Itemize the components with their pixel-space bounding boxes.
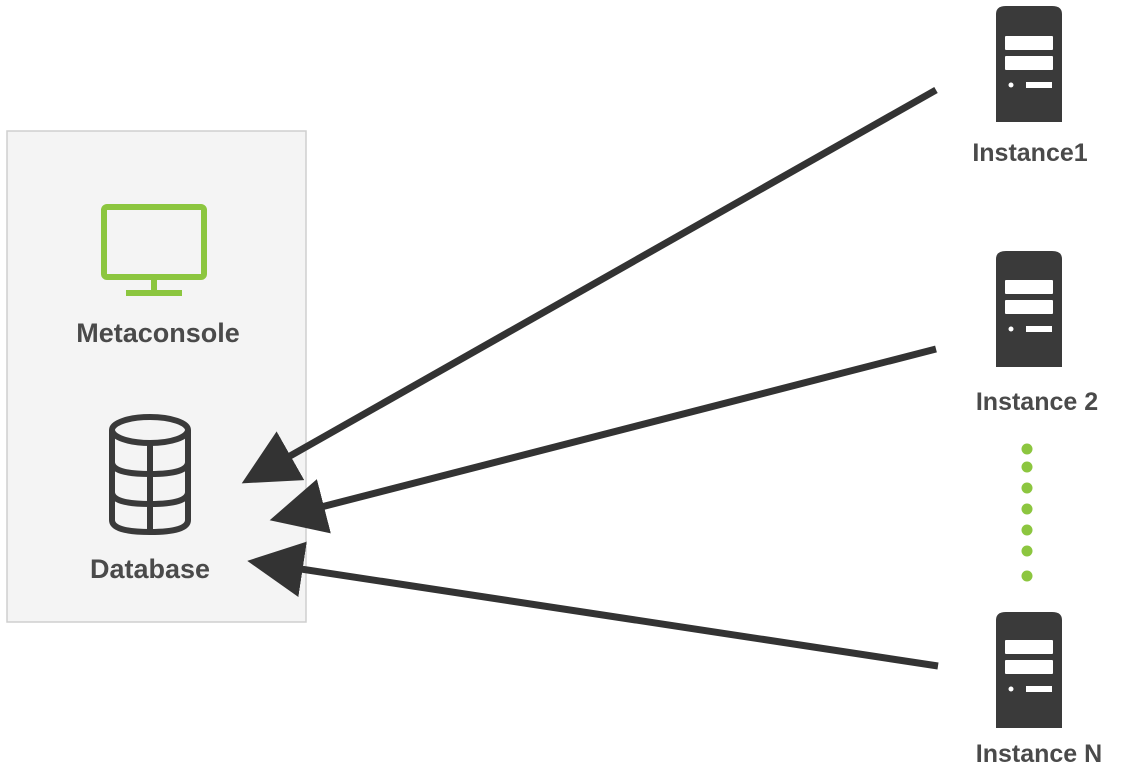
vertical-ellipsis-dots bbox=[1021, 443, 1033, 582]
instance-label: Instance 2 bbox=[976, 388, 1098, 416]
database-label: Database bbox=[90, 554, 210, 584]
arrow-instanceN-to-database bbox=[247, 541, 939, 670]
metaconsole-panel bbox=[6, 130, 307, 623]
connection-arrows bbox=[241, 86, 939, 670]
server-icon bbox=[996, 612, 1062, 728]
monitor-icon bbox=[101, 204, 207, 296]
instance-label: Instance1 bbox=[972, 139, 1087, 167]
server-icon bbox=[996, 251, 1062, 367]
arrow-instance2-to-database bbox=[269, 345, 937, 534]
arrow-instance1-to-database bbox=[241, 86, 938, 484]
server-icon bbox=[996, 6, 1062, 122]
database-icon bbox=[109, 414, 191, 536]
metaconsole-label: Metaconsole bbox=[76, 318, 240, 348]
instance-label: Instance N bbox=[976, 740, 1102, 768]
